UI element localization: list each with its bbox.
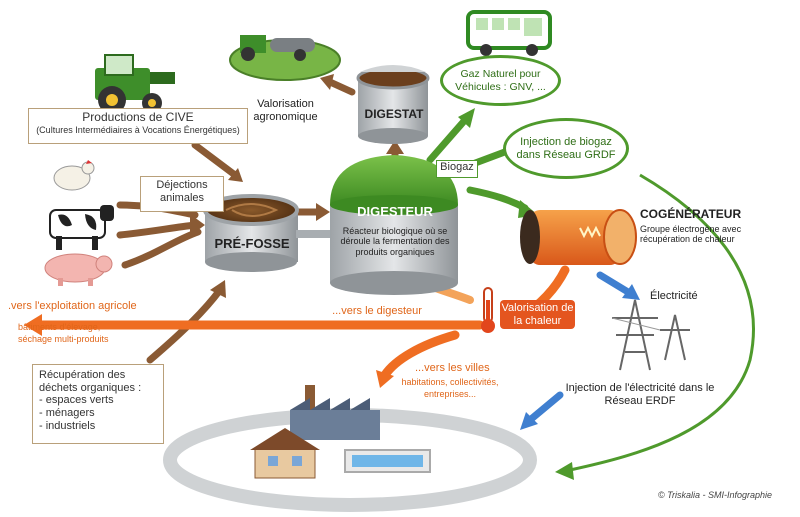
head-digestat [386, 140, 404, 154]
villes-title: ...vers les villes [415, 362, 490, 374]
dejections-text: Déjections animales [156, 179, 208, 204]
exploitation-title: .vers l'exploitation agricole [8, 300, 137, 312]
cive-subtitle: (Cultures Intermédiaires à Vocations Éne… [36, 124, 240, 135]
cive-title: Productions de CIVE [82, 110, 194, 124]
arrow-grid-to-city [526, 391, 564, 424]
grdf-oval: Injection de biogaz dans Réseau GRDF [503, 118, 629, 179]
arrow-cogen-to-grid [596, 271, 632, 296]
arrow-to-gnv [426, 116, 469, 164]
pipe [296, 230, 334, 238]
cogen-title: COGÉNÉRATEUR [640, 207, 742, 221]
factory-icon [290, 385, 380, 440]
biogaz-label: Biogaz [436, 160, 478, 178]
cogenerator-icon [520, 209, 637, 265]
digester-tank [330, 155, 458, 295]
bus-icon [466, 10, 552, 56]
head-dechets [210, 280, 226, 298]
pylon-icon [611, 299, 690, 371]
dechets-title: Récupération des déchets organiques : [39, 369, 142, 394]
tractor-icon [95, 54, 175, 114]
head-gnv [458, 108, 475, 128]
biogaz-text: Biogaz [440, 161, 474, 173]
head-cive [228, 168, 243, 182]
pig-icon [44, 253, 113, 286]
field-spreader-icon [229, 35, 341, 81]
grdf-text: Injection de biogaz dans Réseau GRDF [516, 135, 616, 161]
electricite-label: Électricité [650, 290, 698, 302]
dejections-label: Déjections animales [140, 176, 224, 212]
arrow-digestat-to-agro [326, 78, 356, 96]
credit-label: © Triskalia - SMI-Infographie [658, 490, 772, 500]
digestat-tank [356, 65, 430, 144]
arrow-animals-3 [121, 228, 202, 269]
dechets-item: - industriels [39, 419, 96, 432]
head-exploitation [24, 314, 42, 336]
arrow-grdf-to-city [569, 173, 755, 472]
dechets-item: - ménagers [39, 406, 95, 419]
arrow-cive-to-prefosse [191, 141, 239, 179]
digesteur-title: DIGESTEUR [357, 204, 433, 219]
chicken-icon [53, 160, 95, 191]
dechets-box: Récupération des déchets organiques : - … [32, 364, 164, 444]
head-agro [320, 74, 334, 90]
head-city-heat [376, 370, 394, 388]
blue-arrowheads [520, 284, 640, 430]
prefosse-tank [203, 194, 299, 272]
prefosse-label: PRÉ-FOSSE [214, 236, 290, 251]
gnv-oval: Gaz Naturel pour Véhicules : GNV, ... [440, 55, 561, 106]
blue-arrows [526, 271, 632, 424]
house-icon [250, 428, 320, 479]
gnv-text: Gaz Naturel pour Véhicules : GNV, ... [455, 68, 546, 93]
head-animals [190, 214, 205, 236]
pool-icon [344, 449, 431, 473]
cogen-desc: Groupe électrogène avec récupération de … [640, 224, 742, 245]
villes-desc: habitations, collectivités, entreprises.… [401, 377, 499, 399]
cow-icon [49, 205, 114, 250]
cive-label-box: Productions de CIVE (Cultures Intermédia… [28, 108, 248, 144]
valorisation-agro-label: Valorisation agronomique [253, 98, 318, 123]
arrow-heat-to-city [380, 330, 460, 380]
dechets-item: - espaces verts [39, 394, 114, 407]
head-grid-city [520, 412, 538, 430]
head-grid [622, 284, 640, 300]
chaleur-label: Valorisation de la chaleur [500, 300, 575, 330]
brown-arrowheads [190, 74, 404, 298]
vers-digesteur-label: ...vers le digesteur [332, 305, 422, 317]
thermometer-icon [481, 287, 495, 333]
exploitation-desc: bâtiments d'élevage, séchage multi-produ… [18, 322, 109, 344]
erdf-label: Injection de l'électricité dans le Résea… [565, 382, 715, 407]
head-city [555, 462, 574, 480]
arrow-to-cogen [466, 186, 529, 212]
arrow-animals-2 [116, 221, 199, 239]
digesteur-desc: Réacteur biologique où se déroule la fer… [340, 226, 450, 257]
digestat-label: DIGESTAT [364, 107, 424, 121]
head-prefosse-digester [316, 203, 330, 221]
